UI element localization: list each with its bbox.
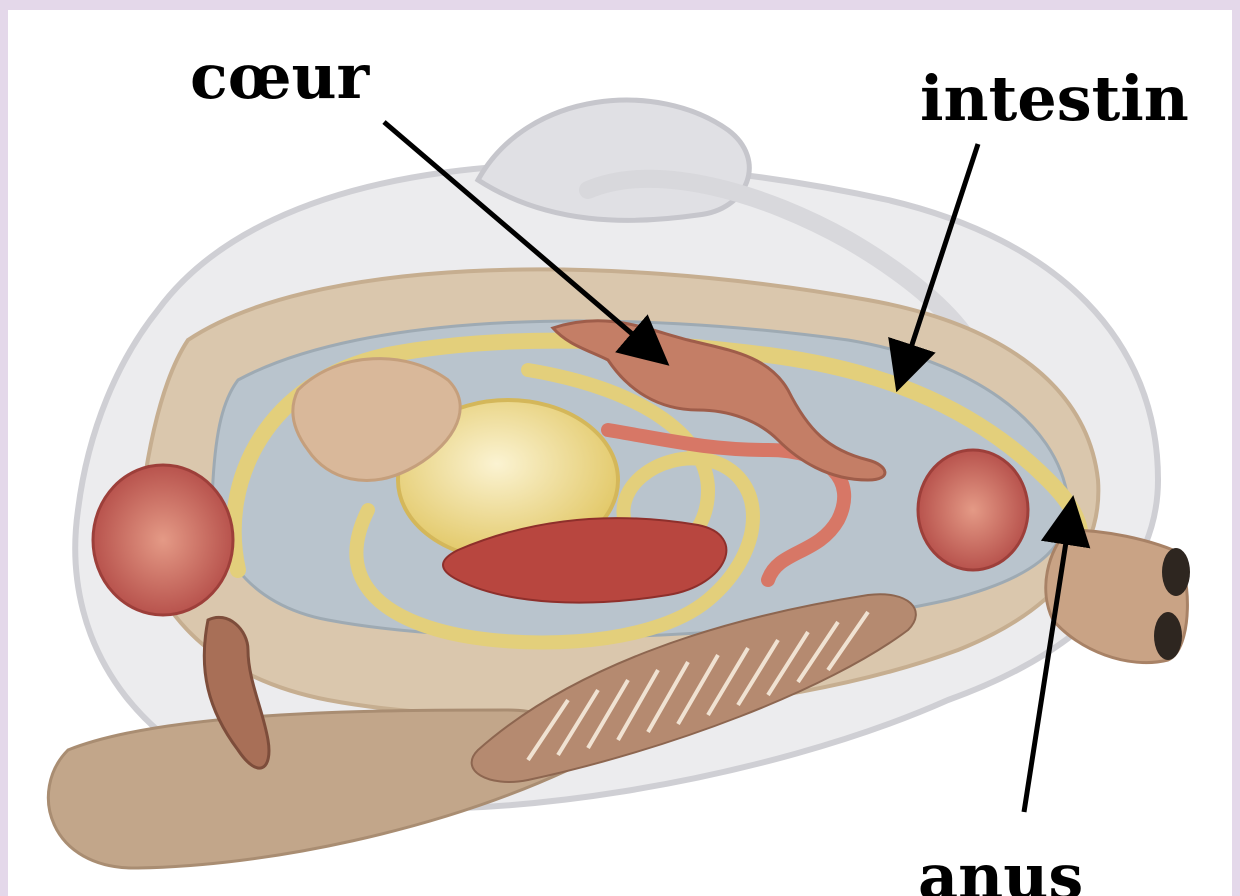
gonad-right — [918, 450, 1028, 570]
label-anus: anus — [918, 846, 1083, 896]
clam-anatomy-drawing — [8, 10, 1232, 896]
label-intestin: intestin — [920, 68, 1189, 130]
label-coeur: cœur — [190, 46, 369, 108]
gonad-left — [93, 465, 233, 615]
siphon-opening-bottom — [1154, 612, 1182, 660]
shell-umbo — [478, 100, 749, 220]
diagram-canvas: cœur intestin anus — [8, 10, 1232, 896]
siphon-opening-top — [1162, 548, 1190, 596]
